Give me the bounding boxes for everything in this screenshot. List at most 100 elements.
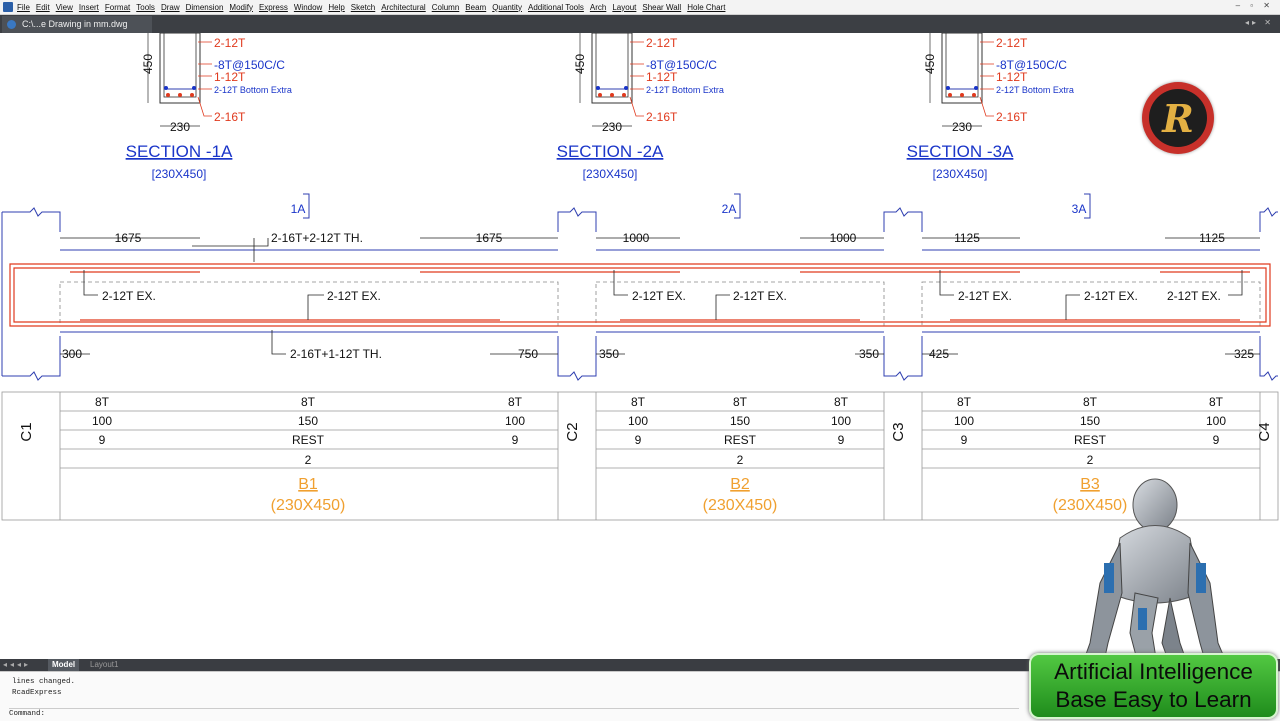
menu-item-express[interactable]: Express [258, 2, 288, 12]
section-mark: 3A [1072, 202, 1087, 216]
section-extra-top: 1-12T [996, 70, 1028, 84]
section-stirrups: -8T@150C/C [214, 58, 285, 72]
document-tab[interactable]: C:\...e Drawing in mm.dwg [2, 16, 152, 33]
document-tab-bar: C:\...e Drawing in mm.dwg ◂▸ ✕ [0, 15, 1280, 33]
layout-nav-arrows[interactable]: ◂◂◂▸ [3, 660, 32, 669]
elevation-drawing [1, 193, 1278, 381]
menu-item-column[interactable]: Column [431, 2, 460, 12]
stirrup-dia: 8T [733, 395, 748, 409]
document-tab-title: C:\...e Drawing in mm.dwg [22, 19, 128, 29]
dimension-bottom: 350 [599, 347, 619, 361]
menu-item-format[interactable]: Format [104, 2, 131, 12]
top-bar-label: 2-16T+2-12T TH. [271, 231, 363, 245]
extra-bar-label: 2-12T EX. [102, 289, 156, 303]
menu-item-arch[interactable]: Arch [589, 2, 607, 12]
dimension-top: 1125 [1199, 231, 1225, 245]
stirrup-count: REST [724, 433, 757, 447]
section-size: [230X450] [152, 167, 207, 181]
section-size: [230X450] [933, 167, 988, 181]
dimension-top: 1000 [623, 231, 650, 245]
menu-item-help[interactable]: Help [328, 2, 345, 12]
section-title: SECTION -3A [907, 142, 1014, 161]
stirrup-dia: 8T [1209, 395, 1224, 409]
stirrup-spacing: 150 [1080, 414, 1100, 428]
menu-item-modify[interactable]: Modify [229, 2, 253, 12]
command-input[interactable]: Command: [9, 708, 1019, 718]
stirrup-legs: 2 [1087, 453, 1094, 467]
menu-item-edit[interactable]: Edit [35, 2, 50, 12]
stirrup-dia: 8T [508, 395, 523, 409]
menu-item-dimension[interactable]: Dimension [185, 2, 224, 12]
menu-item-quantity[interactable]: Quantity [492, 2, 522, 12]
menu-item-sketch[interactable]: Sketch [350, 2, 376, 12]
dimension-bottom: 425 [929, 347, 949, 361]
stirrup-spacing: 150 [730, 414, 750, 428]
command-history-line: RcadExpress [12, 689, 62, 697]
extra-bar-label: 2-12T EX. [733, 289, 787, 303]
stirrup-legs: 2 [737, 453, 744, 467]
bottom-bar-label: 2-16T+1-12T TH. [290, 347, 382, 361]
menu-item-view[interactable]: View [55, 2, 73, 12]
tab-layout1[interactable]: Layout1 [90, 660, 119, 669]
beam-size: (230X450) [271, 497, 346, 514]
stirrup-spacing: 100 [505, 414, 525, 428]
section-title: SECTION -1A [126, 142, 233, 161]
app-icon[interactable] [3, 2, 13, 12]
banner-line-2: Base Easy to Learn [1055, 687, 1252, 712]
menu-item-window[interactable]: Window [293, 2, 323, 12]
menu-item-file[interactable]: File [17, 2, 30, 12]
banner-line-1: Artificial Intelligence [1054, 659, 1253, 684]
dimension-bottom: 750 [518, 347, 538, 361]
extra-bar-label: 2-12T EX. [958, 289, 1012, 303]
schedule-grid [1, 391, 1279, 521]
column-label: C2 [564, 422, 581, 441]
stirrup-dia: 8T [301, 395, 316, 409]
extra-bar-label: 2-12T EX. [632, 289, 686, 303]
menu-item-architectural[interactable]: Architectural [381, 2, 426, 12]
section-extra-top: 1-12T [214, 70, 246, 84]
menu-bar: File Edit View Insert Format Tools Draw Dimensi… [0, 0, 1280, 15]
stirrup-spacing: 100 [954, 414, 974, 428]
stirrup-legs: 2 [305, 453, 312, 467]
dimension-bottom: 350 [859, 347, 879, 361]
section-mark: 1A [291, 202, 306, 216]
dimension-bottom: 325 [1234, 347, 1254, 361]
menu-items: File Edit View Insert Format Tools Draw Dimensi… [17, 3, 731, 12]
menu-item-shear-wall[interactable]: Shear Wall [642, 2, 682, 12]
menu-item-insert[interactable]: Insert [78, 2, 99, 12]
section-bottom-extra: 2-12T Bottom Extra [214, 85, 292, 95]
section-depth: 450 [141, 54, 155, 74]
menu-item-beam[interactable]: Beam [465, 2, 487, 12]
command-prompt: Command: [9, 710, 46, 718]
section-size: [230X450] [583, 167, 638, 181]
stirrup-count: REST [1074, 433, 1107, 447]
stirrup-count: 9 [838, 433, 845, 447]
section-stirrups: -8T@150C/C [996, 58, 1067, 72]
menu-item-layout[interactable]: Layout [612, 2, 637, 12]
menu-item-hole-chart[interactable]: Hole Chart [687, 2, 726, 12]
drawing-file-icon [7, 20, 16, 30]
stirrup-dia: 8T [95, 395, 110, 409]
tab-controls[interactable]: ◂▸ ✕ [1245, 18, 1274, 27]
menu-item-draw[interactable]: Draw [160, 2, 180, 12]
section-extra-top: 1-12T [646, 70, 678, 84]
dimension-top: 1675 [115, 231, 142, 245]
section-top-bars: 2-12T [996, 36, 1028, 50]
section-width: 230 [602, 120, 622, 134]
stirrup-spacing: 100 [92, 414, 112, 428]
dimension-top: 1675 [476, 231, 503, 245]
layout-tab-bar: ◂◂◂▸ Model Layout1 [0, 659, 1280, 671]
section-bottom-extra: 2-12T Bottom Extra [646, 85, 724, 95]
window-controls[interactable]: – ▫ ✕ [1235, 1, 1274, 10]
menu-item-tools[interactable]: Tools [136, 2, 155, 12]
logo-letter: R [1162, 95, 1194, 141]
tab-model[interactable]: Model [48, 659, 80, 671]
menu-item-additional-tools[interactable]: Additional Tools [528, 2, 584, 12]
